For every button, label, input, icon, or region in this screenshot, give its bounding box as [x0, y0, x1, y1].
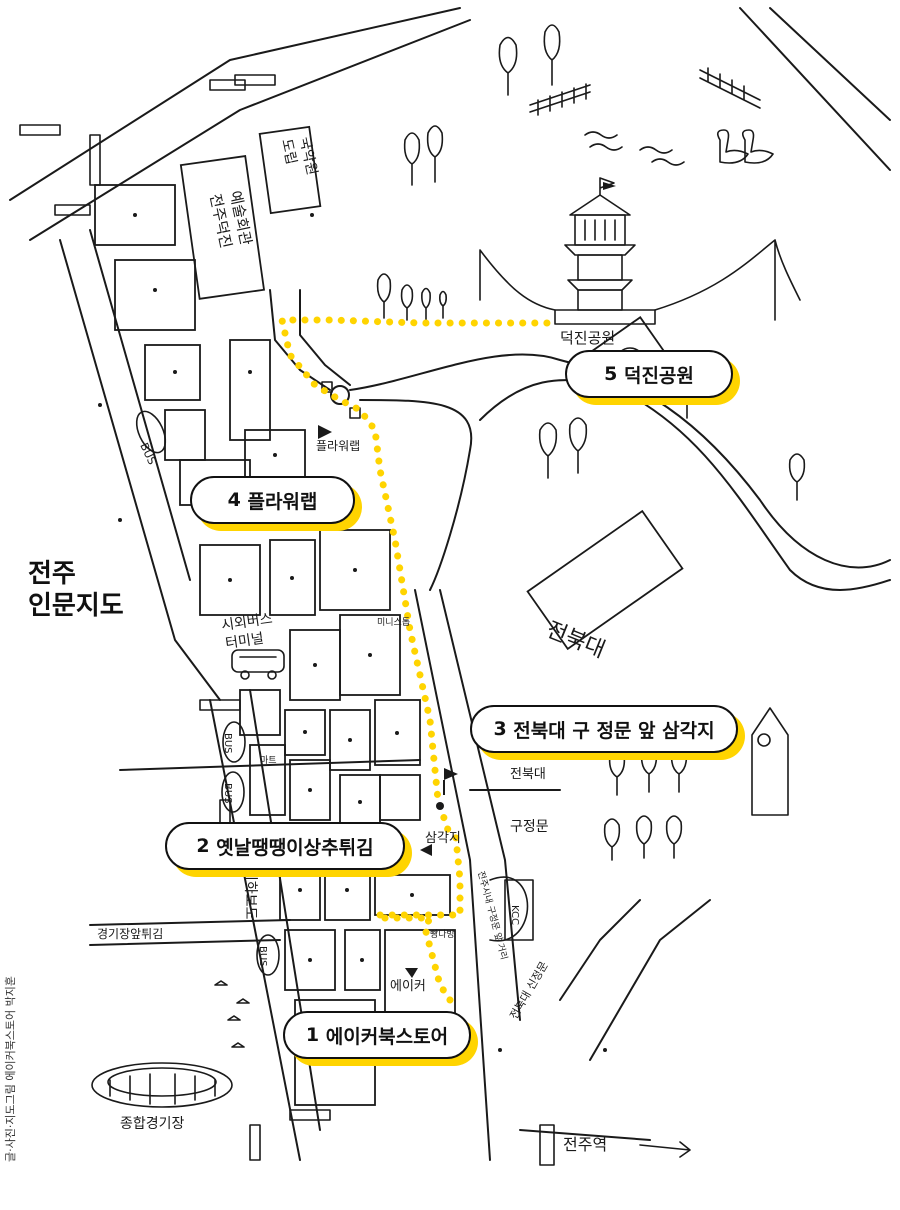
label-samgakji: 삼각지: [425, 831, 461, 846]
stop-name: 덕진공원: [623, 364, 694, 387]
credit-text: 글·사진·지도그림 에이커북스토어 박지훈: [4, 975, 17, 1162]
label-old-gate: 구정문: [510, 819, 549, 835]
map-title-line-1: 전주: [28, 559, 76, 589]
label-gyeonggijang-fries: 경기장앞튀김: [97, 927, 163, 941]
map-title-line-2: 인문지도: [28, 591, 124, 621]
stop-number: 3: [493, 718, 507, 740]
stop-number: 4: [227, 489, 241, 511]
label-bus-3: BUS: [222, 783, 233, 804]
park-decor: [529, 67, 761, 166]
city-blocks: [94, 125, 684, 1106]
label-stadium: 종합경기장: [120, 1116, 185, 1132]
arrow-right-icon: [639, 1141, 691, 1158]
label-mart: 마트: [260, 755, 277, 766]
location-pin-icons: [318, 425, 458, 978]
stadium-icon: [91, 1062, 233, 1108]
label-flowerlab: 플라워랩: [316, 439, 360, 453]
stop-callout-1[interactable]: 1 에이커북스토어: [283, 1011, 471, 1059]
stop-name: 플라워랩: [247, 490, 318, 513]
tree-icon: [214, 24, 806, 1048]
pagoda-icon: [479, 177, 801, 325]
label-library-line2: 국악원: [296, 136, 320, 177]
stop-number: 5: [604, 363, 618, 385]
stop-callout-3[interactable]: 3 전북대 구 정문 앞 삼각지: [470, 705, 738, 753]
stop-callout-4[interactable]: 4 플라워랩: [190, 476, 355, 524]
clock-tower-icon: [751, 707, 789, 816]
swan-icon: [716, 129, 774, 164]
block-dots: [98, 213, 607, 1052]
label-mini-stop: 미니스톱: [377, 617, 410, 628]
label-library-line1: 도립: [278, 138, 299, 167]
map-title: 전주 인문지도: [28, 558, 124, 622]
label-jbnu: 전북대: [543, 617, 609, 663]
label-intercity-bus-line1: 시외버스: [220, 611, 273, 634]
label-intercity-bus-line2: 터미널: [224, 631, 264, 652]
label-underpass: 지하보도: [242, 868, 258, 920]
stop-name: 에이커북스토어: [325, 1025, 449, 1048]
map-labels: 전주덕진 예술회관 도립 국악원 덕진공원 플라워랩 시외버스 터미널 전북대 …: [97, 136, 615, 1154]
label-bakery: 빵다방: [430, 929, 455, 940]
stop-number: 1: [305, 1024, 320, 1046]
walking-route: [277, 316, 559, 1004]
stop-name: 옛날땡땡이상추튀김: [216, 836, 374, 859]
label-acre: 에이커: [390, 979, 426, 994]
road-network: [9, 7, 891, 1161]
label-jbnu-street: 전북대: [510, 767, 546, 782]
label-jbnu-sinjeongmun: 전북대 신정문: [507, 959, 550, 1021]
stop-callout-2[interactable]: 2 옛날땡땡이상추튀김: [165, 822, 405, 870]
flag-icon: [603, 182, 616, 190]
label-bus-1: BUS: [137, 441, 158, 467]
label-bus-2: BUS: [222, 733, 233, 754]
stop-number: 2: [196, 835, 210, 857]
bus-icon: [135, 410, 285, 976]
label-bus-4: BUS: [257, 946, 268, 967]
label-deokjin-park: 덕진공원: [560, 329, 615, 347]
kcc-building: [489, 876, 534, 942]
stop-name: 전북대 구 정문 앞 삼각지: [513, 719, 715, 742]
label-jeonju-station: 전주역: [563, 1135, 607, 1154]
label-kcc: KCC: [509, 905, 520, 925]
stop-callout-5[interactable]: 5 덕진공원: [565, 350, 733, 398]
